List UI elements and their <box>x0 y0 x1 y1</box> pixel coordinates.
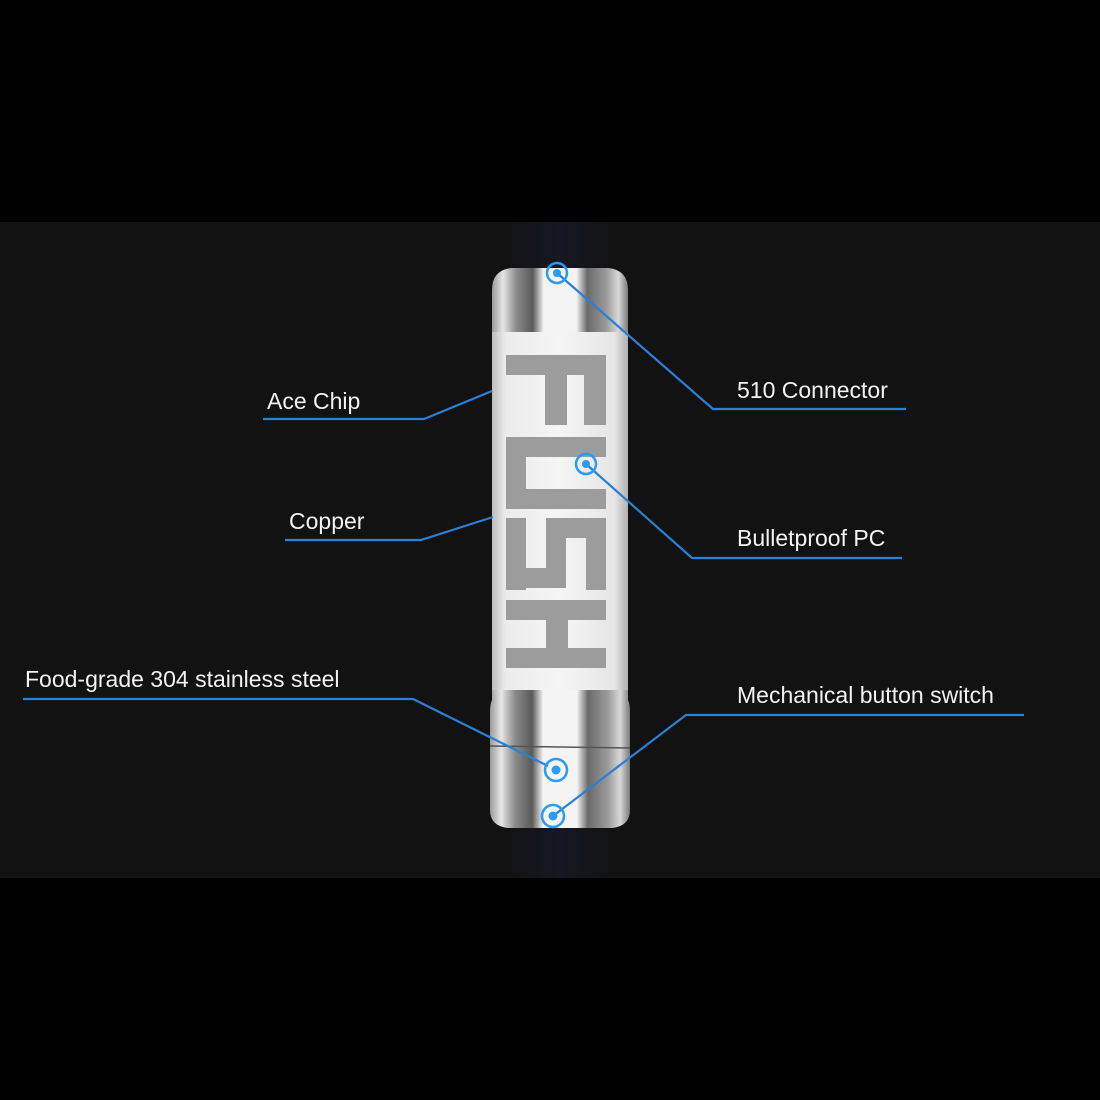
callout-line-connector <box>556 272 906 411</box>
callout-line-stainless <box>23 697 549 767</box>
label-bulletproof-pc: Bulletproof PC <box>737 525 886 551</box>
marker-stainless <box>543 757 569 783</box>
callout-line-bulletproof <box>585 463 902 560</box>
label-copper: Copper <box>289 508 365 534</box>
pc-body <box>492 332 628 690</box>
label-mechanical-button-switch: Mechanical button switch <box>737 682 994 708</box>
label-510-connector: 510 Connector <box>737 377 888 403</box>
marker-button <box>540 803 566 829</box>
marker-bulletproof <box>574 452 598 476</box>
fush-logo <box>506 355 606 668</box>
label-stainless-steel: Food-grade 304 stainless steel <box>25 666 340 692</box>
callout-line-button <box>552 713 1024 817</box>
label-ace-chip: Ace Chip <box>267 388 361 414</box>
callout-line-ace-chip <box>263 389 493 421</box>
callout-line-copper <box>285 515 494 542</box>
marker-connector <box>545 261 569 285</box>
top-cap <box>492 268 628 332</box>
